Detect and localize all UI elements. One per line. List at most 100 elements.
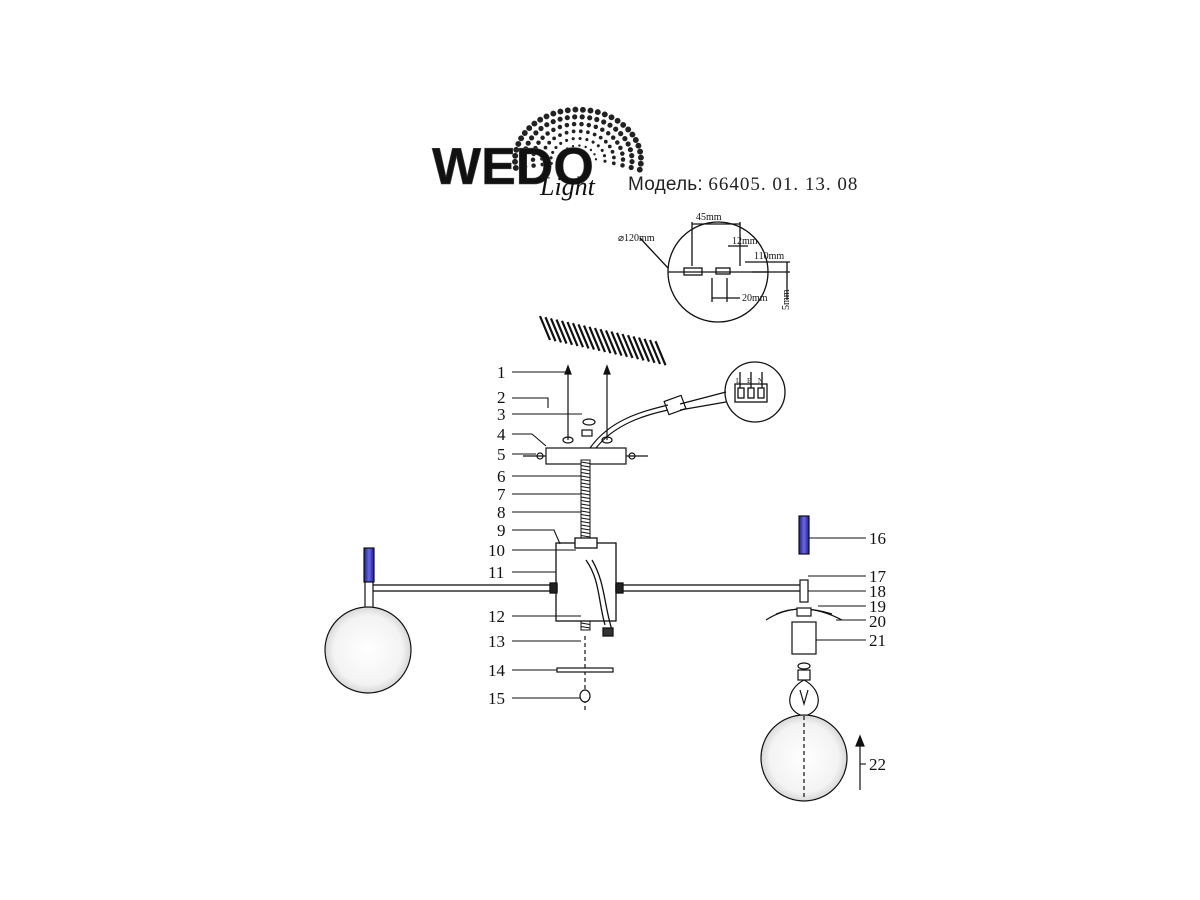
hatch-line (632, 335, 645, 361)
logo-dot (620, 121, 627, 128)
logo-dot (620, 157, 626, 162)
thread-line (580, 486, 591, 489)
hatch-line (654, 340, 667, 366)
logo-dot (521, 152, 528, 158)
logo-dot (632, 137, 639, 143)
logo-dot (549, 161, 553, 165)
logo-dot (607, 122, 613, 128)
dim-5mm: 5mm (781, 289, 792, 310)
logo-dot (530, 157, 536, 162)
thread-line (580, 468, 591, 471)
logo-dot (622, 136, 628, 142)
terminal-block-detail (679, 361, 786, 423)
thread-line (580, 531, 591, 534)
logo-text: WEDO (432, 138, 594, 196)
callout-4: 4 (497, 425, 506, 444)
logo-dot (550, 110, 557, 117)
callout-15: 15 (488, 689, 505, 708)
thread-line (580, 493, 591, 496)
hatch-line (637, 337, 651, 363)
logo-dot (561, 151, 564, 154)
model-label: Модель: (628, 174, 703, 195)
logo-dot (559, 155, 562, 159)
logo-dot (547, 140, 552, 145)
logo-dot (637, 148, 644, 155)
hatch-line (610, 331, 623, 357)
logo-dot (565, 138, 569, 142)
logo-dot (551, 150, 555, 154)
logo-dot (587, 115, 593, 121)
callout-16: 16 (869, 529, 886, 548)
logo-dot (551, 127, 556, 133)
canopy-dimension-detail (639, 221, 790, 323)
thread-line (580, 489, 591, 492)
logo-dot (637, 154, 644, 161)
logo-dot (525, 140, 531, 146)
thread-line (580, 524, 591, 527)
logo-dot (594, 116, 600, 123)
logo-dot (579, 121, 584, 127)
logo-dot (593, 124, 599, 130)
callout-8: 8 (497, 503, 506, 522)
hatch-line (582, 325, 596, 351)
callout-21: 21 (869, 631, 886, 650)
logo-dot (544, 122, 550, 128)
wire-label-n: N (758, 377, 763, 385)
logo-dot (620, 163, 625, 168)
logo-dot (591, 140, 595, 144)
logo-dot (608, 114, 615, 121)
thread-line (580, 479, 591, 482)
thread-line (580, 503, 591, 506)
logo-dot (625, 126, 632, 133)
thread-line (580, 465, 591, 468)
logo-dot (571, 129, 576, 134)
logo-dot (625, 141, 631, 147)
hatch-line (599, 328, 612, 354)
callout-18: 18 (869, 582, 886, 601)
callout-12: 12 (488, 607, 505, 626)
logo-dot (515, 140, 522, 147)
callout-20: 20 (869, 612, 886, 631)
logo-dot (564, 122, 570, 128)
hatch-line (626, 334, 640, 360)
logo-dot (615, 140, 620, 145)
logo-dot (571, 137, 575, 141)
right-lamp-fixture (760, 515, 865, 802)
logo-dot (543, 145, 548, 150)
thread-line (580, 472, 591, 475)
callout-2: 2 (497, 388, 506, 407)
logo-dot (526, 125, 533, 132)
logo-dot (533, 145, 538, 151)
logo-dot (607, 144, 612, 149)
wire-label-l: L (736, 377, 740, 385)
logo-dot (572, 106, 579, 113)
model-line: Модель: 66405. 01. 13. 08 (628, 174, 858, 196)
logo-dot (586, 130, 590, 135)
logo-dot (566, 147, 569, 150)
dim-diameter: ⌀120mm (618, 233, 655, 244)
logo-dot (533, 130, 539, 136)
hatch-line (648, 339, 662, 365)
logo-dot (628, 164, 634, 171)
logo-dot (571, 121, 577, 127)
logo-dot (612, 155, 616, 160)
logo-dot (557, 124, 563, 130)
hatch-line (604, 329, 618, 355)
thread-line (580, 482, 591, 485)
logo-dot (541, 151, 545, 155)
hatch-line (615, 332, 629, 358)
logo-dot-swirl (512, 106, 644, 173)
logo-dot (564, 130, 569, 135)
hatch-line (555, 319, 568, 345)
callout-11: 11 (488, 563, 504, 582)
logo-dot (610, 149, 615, 154)
logo-dot (589, 148, 593, 152)
logo-dot (543, 113, 550, 120)
logo-dot (521, 130, 528, 136)
logo-dot (579, 106, 586, 113)
logo-dot (601, 119, 607, 125)
logo-dot (518, 135, 525, 142)
logo-dot (523, 146, 529, 152)
hatch-line (560, 320, 574, 346)
